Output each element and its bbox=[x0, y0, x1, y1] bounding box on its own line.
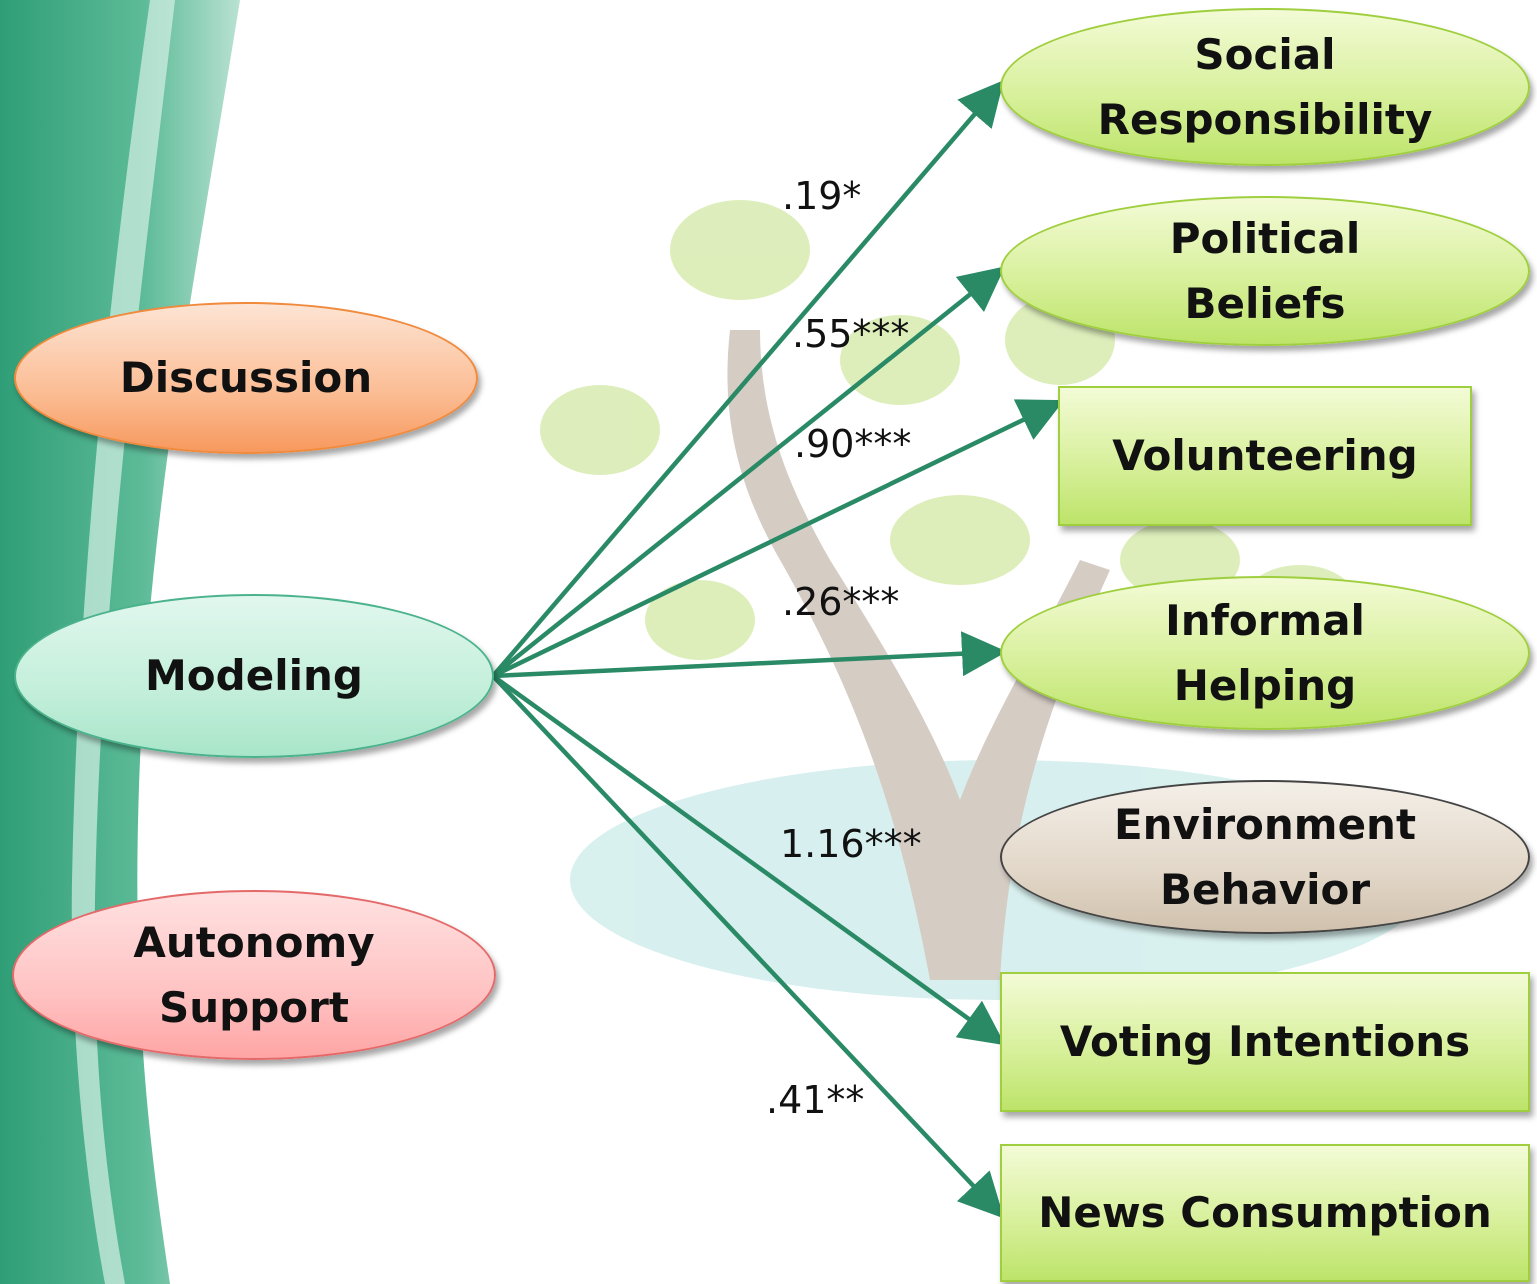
social-label-line2: Responsibility bbox=[1097, 95, 1433, 144]
coef-political-beliefs: .55*** bbox=[792, 312, 910, 356]
volunteering-label: Volunteering bbox=[1112, 431, 1418, 481]
news-label: News Consumption bbox=[1038, 1188, 1492, 1238]
political-beliefs-node: Political Beliefs bbox=[1000, 196, 1530, 346]
informal-label-line2: Helping bbox=[1173, 661, 1357, 710]
coef-volunteering: .90*** bbox=[794, 422, 912, 466]
environment-behavior-node: Environment Behavior bbox=[1000, 780, 1530, 934]
political-label-line1: Political bbox=[1169, 213, 1361, 263]
discussion-label: Discussion bbox=[119, 353, 373, 403]
arrow-volunteering bbox=[492, 399, 1065, 679]
autonomy-label-line2: Support bbox=[159, 983, 349, 1032]
tree-watermark bbox=[540, 200, 1430, 1000]
voting-intentions-node: Voting Intentions bbox=[1000, 972, 1530, 1112]
arrow-informal-helping bbox=[492, 631, 1007, 679]
modeling-label: Modeling bbox=[145, 651, 363, 701]
environment-label-line1: Environment bbox=[1113, 799, 1417, 849]
arrow-voting-intentions bbox=[491, 674, 1006, 1046]
voting-label: Voting Intentions bbox=[1059, 1017, 1471, 1067]
social-responsibility-node: Social Responsibility bbox=[1000, 8, 1530, 166]
coef-informal-helping: .26*** bbox=[782, 580, 900, 624]
news-consumption-node: News Consumption bbox=[1000, 1144, 1530, 1282]
informal-helping-node: Informal Helping bbox=[1000, 576, 1530, 730]
political-label-line2: Beliefs bbox=[1184, 279, 1346, 328]
coef-news-consumption: .41** bbox=[766, 1078, 865, 1122]
arrow-social-responsibility bbox=[491, 80, 1004, 678]
volunteering-node: Volunteering bbox=[1058, 386, 1472, 526]
discussion-node: Discussion bbox=[14, 302, 478, 454]
coef-voting-intentions: 1.16*** bbox=[780, 822, 922, 866]
social-label-line1: Social bbox=[1194, 29, 1336, 79]
coef-social-responsibility: .19* bbox=[782, 174, 862, 218]
arrow-news-consumption bbox=[491, 674, 1005, 1219]
informal-label-line1: Informal bbox=[1165, 595, 1365, 645]
arrow-political-beliefs bbox=[491, 266, 1006, 678]
environment-label-line2: Behavior bbox=[1159, 865, 1371, 914]
autonomy-support-node: Autonomy Support bbox=[12, 890, 496, 1060]
modeling-node: Modeling bbox=[14, 594, 494, 758]
autonomy-label-line1: Autonomy bbox=[133, 917, 375, 967]
